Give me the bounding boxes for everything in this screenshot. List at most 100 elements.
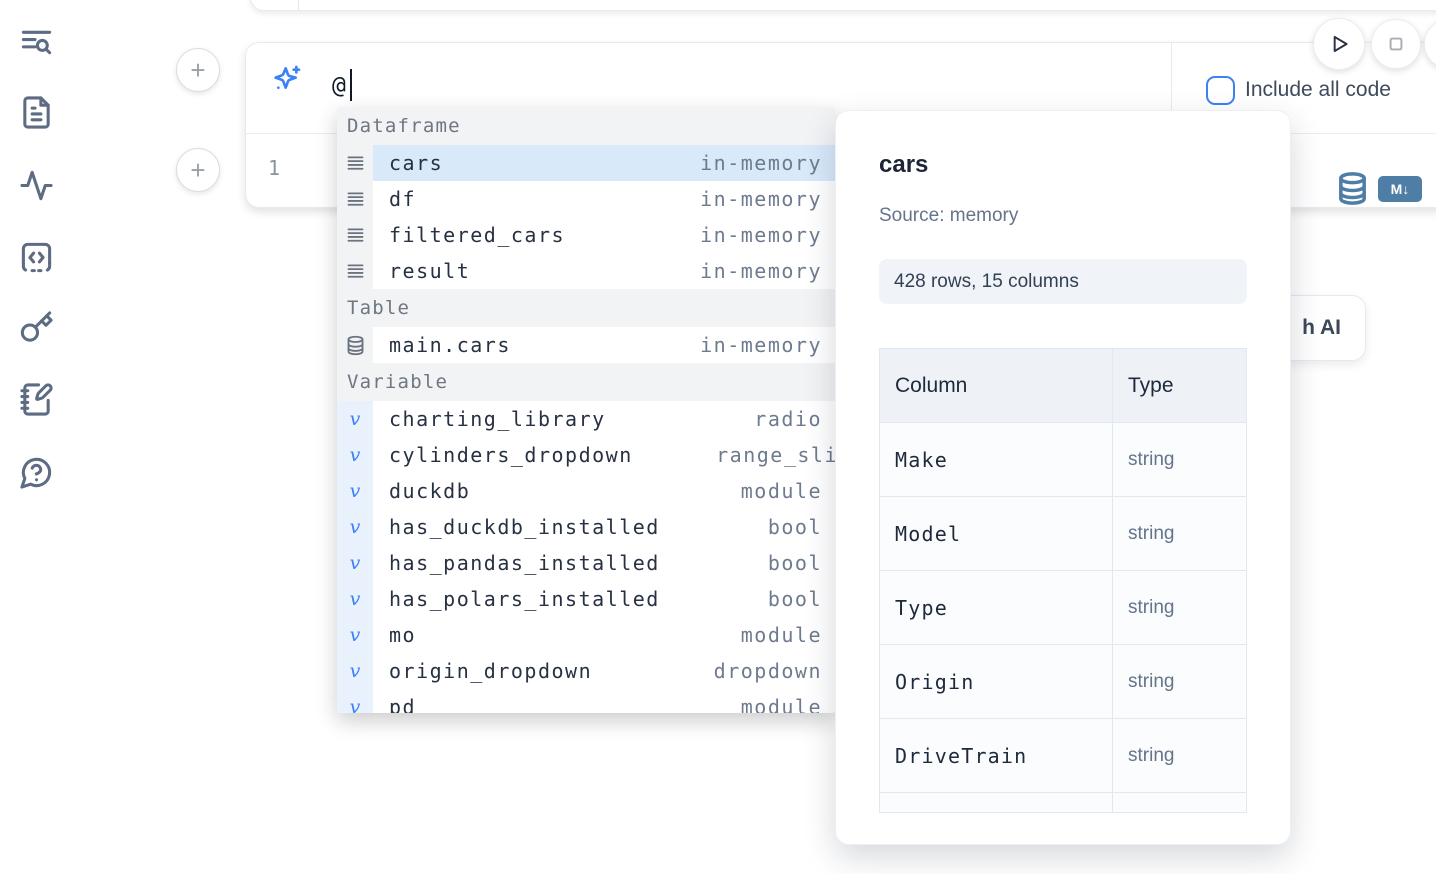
preview-source: Source: memory [879,205,1019,226]
completion-name: filtered_cars [389,223,566,247]
activity-icon [19,170,53,200]
dataframe-preview-panel: cars Source: memory 428 rows, 15 columns… [835,110,1291,845]
sidebar-item-table-of-contents[interactable] [17,23,55,61]
help-chat-icon [19,457,51,489]
schema-row: DriveTrain string [880,719,1246,793]
schema-row: Make string [880,423,1246,497]
autocomplete-item-main.cars[interactable]: main.cars in-memory [337,327,835,363]
dataframe-icon [337,217,373,253]
completion-name: pd [389,695,417,713]
completion-name: cylinders_dropdown [389,443,633,467]
variable-icon: v [337,653,373,689]
completion-type: bool [767,551,822,575]
stop-square-icon [1389,37,1403,51]
autocomplete-item-has_duckdb_installed[interactable]: v has_duckdb_installed bool [337,509,835,545]
autocomplete-section-header: Variable [337,363,835,401]
autocomplete-item-body: cars in-memory [373,145,835,181]
column-name: Make [895,447,948,472]
database-icon[interactable] [1335,171,1370,206]
autocomplete-section-header: Table [337,289,835,327]
autocomplete-item-body: duckdb module [373,473,835,509]
completion-name: has_polars_installed [389,587,660,611]
autocomplete-item-body: main.cars in-memory [373,327,835,363]
autocomplete-item-body: pd module [373,689,835,713]
completion-name: cars [389,151,444,175]
completion-type: dropdown [713,659,822,683]
column-type: string [1128,448,1175,470]
add-cell-above-button[interactable]: + [176,48,220,92]
run-cell-button[interactable] [1313,18,1365,70]
stop-button[interactable] [1371,19,1421,69]
completion-name: has_duckdb_installed [389,515,660,539]
completion-type: in-memory [700,187,822,211]
variable-icon: v [337,437,373,473]
variable-icon: v [337,545,373,581]
completion-type: in-memory [700,223,822,247]
completion-name: duckdb [389,479,471,503]
completion-type: in-memory [700,151,822,175]
completion-type: module [740,479,822,503]
completion-type: module [740,695,822,713]
notebook-pen-icon [19,382,53,416]
schema-header-type: Type [1128,373,1174,397]
dataframe-icon [337,145,373,181]
variable-icon: v [337,617,373,653]
autocomplete-section-header: Dataframe [337,107,835,145]
sidebar-item-help[interactable] [17,453,55,491]
include-all-code-checkbox[interactable] [1206,76,1235,105]
sidebar-item-tracing[interactable] [17,166,55,204]
editor-line-number: 1 [268,156,281,180]
completion-type: bool [767,515,822,539]
sidebar-item-secrets[interactable] [17,308,55,346]
variable-icon: v [337,509,373,545]
key-icon [20,310,53,342]
autocomplete-item-df[interactable]: df in-memory [337,181,835,217]
completion-name: df [389,187,417,211]
ai-prompt-input[interactable]: @ [332,73,346,99]
add-cell-below-button[interactable]: + [176,148,220,192]
text-caret [350,69,352,101]
column-type: string [1128,596,1175,618]
sidebar-item-scratchpad[interactable] [17,380,55,418]
autocomplete-item-filtered_cars[interactable]: filtered_cars in-memory [337,217,835,253]
autocomplete-item-body: has_pandas_installed bool [373,545,835,581]
autocomplete-item-has_pandas_installed[interactable]: v has_pandas_installed bool [337,545,835,581]
dataframe-icon [337,181,373,217]
autocomplete-item-body: filtered_cars in-memory [373,217,835,253]
sidebar-item-snippets[interactable] [17,238,55,276]
column-type: string [1128,744,1175,766]
prompt-divider [1171,43,1172,134]
sidebar-item-files[interactable] [17,93,55,131]
completion-name: result [389,259,471,283]
text-search-icon [21,30,51,54]
sparkles-icon [271,63,303,95]
markdown-convert-icon[interactable]: M↓ [1378,176,1422,202]
column-name: Origin [895,669,975,694]
completion-type: in-memory [700,333,822,357]
completion-name: main.cars [389,333,511,357]
autocomplete-item-cars[interactable]: cars in-memory [337,145,835,181]
column-name: DriveTrain [895,743,1028,768]
shape-badge: 428 rows, 15 columns [879,259,1247,304]
completion-name: has_pandas_installed [389,551,660,575]
autocomplete-item-body: has_duckdb_installed bool [373,509,835,545]
